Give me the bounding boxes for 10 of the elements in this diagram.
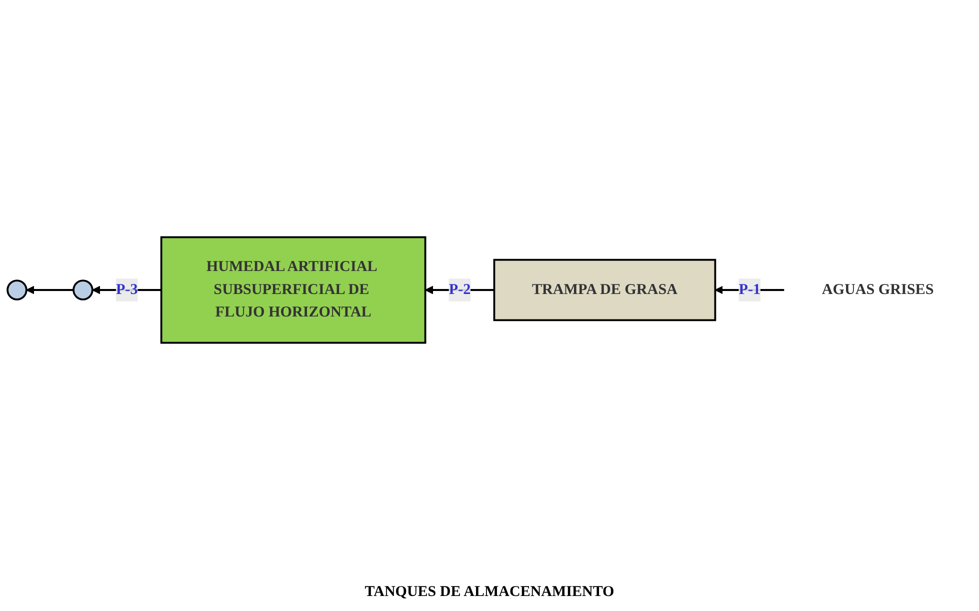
arrow — [26, 286, 74, 294]
node-box: HUMEDAL ARTIFICIAL SUBSUPERFICIAL DE FLUJO HORIZONTAL — [160, 236, 426, 344]
tank-caption: TANQUES DE ALMACENAMIENTO — [364, 584, 614, 601]
edge-label: P-2 — [448, 282, 471, 298]
node-box: TRAMPA DE GRASA — [493, 258, 716, 322]
edge-label: P-1 — [738, 282, 761, 298]
node-circle — [72, 280, 94, 300]
node-text: AGUAS GRISES — [822, 282, 934, 298]
edge-label: P-3 — [116, 282, 138, 298]
node-circle — [6, 280, 28, 300]
